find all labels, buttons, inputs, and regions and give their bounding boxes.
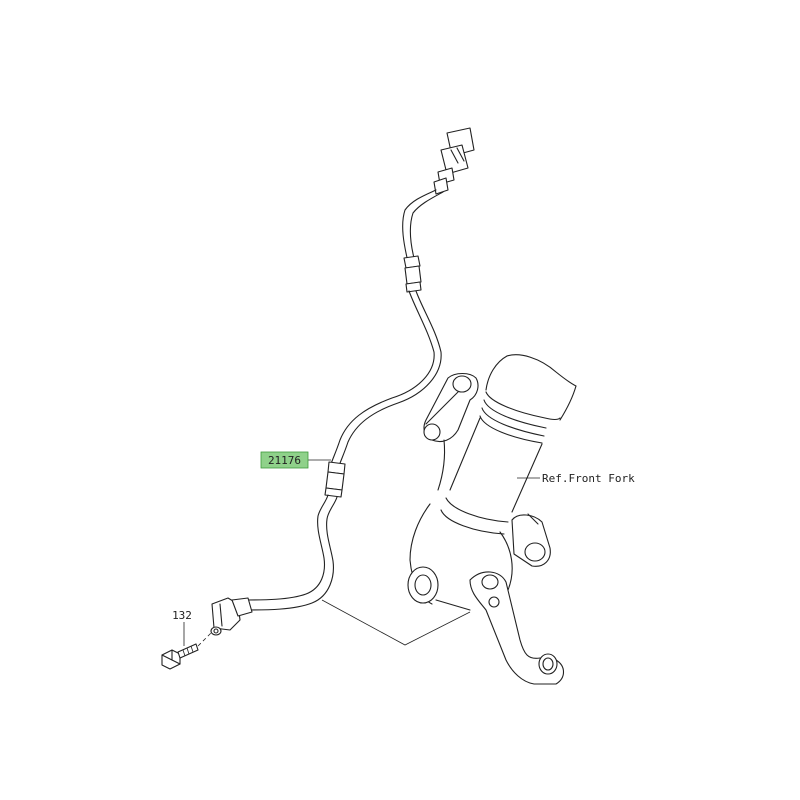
part-highlight-badge [260,451,309,469]
lower-grommet [324,461,346,498]
abs-sensor-harness [245,127,475,611]
front-fork [407,354,577,685]
leader-lines [183,459,540,646]
abs-sensor-head [210,597,253,636]
upper-grommet [403,255,422,293]
harness-connector [433,127,475,195]
fork-reference-label: Ref.Front Fork [542,472,635,485]
part-label-21176[interactable]: 21176 [260,451,309,469]
bolt [161,631,213,670]
sensor-part-number: 21176 [268,454,301,467]
bolt-part-number[interactable]: 132 [172,609,192,622]
